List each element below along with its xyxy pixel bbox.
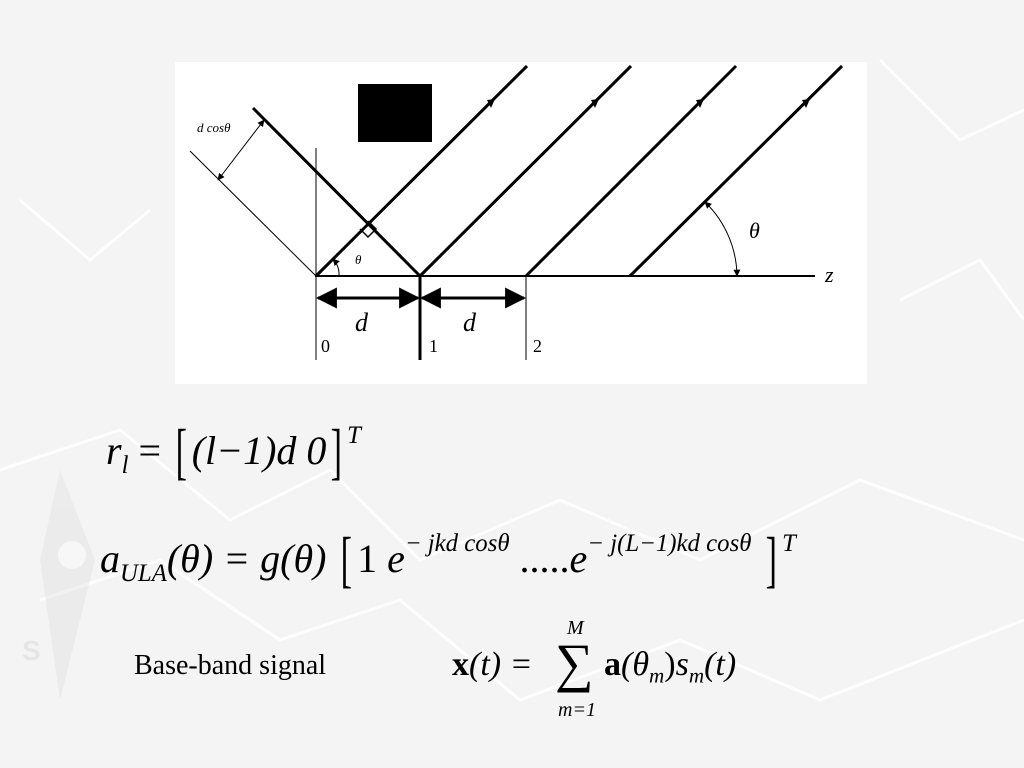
wavefront-line bbox=[251, 106, 422, 278]
array-geometry-diagram bbox=[189, 64, 844, 360]
a-vector-symbol: a bbox=[604, 646, 621, 683]
baseband-signal-equation: x(t) = bbox=[452, 648, 533, 682]
position-equation: rl = [(l−1)d 0]T bbox=[106, 417, 361, 486]
steering-vector-equation: aULA(θ) = g(θ) [1 e− jkd cosθ .....e− j(… bbox=[100, 525, 796, 594]
sum-symbol: ∑ bbox=[555, 633, 594, 693]
x-symbol: x bbox=[452, 646, 469, 683]
compass-decoration: S bbox=[22, 470, 95, 700]
r-symbol: r bbox=[106, 428, 122, 474]
ray-arrow-0 bbox=[487, 99, 495, 108]
baseband-signal-label: Base-band signal bbox=[134, 650, 327, 681]
theta-subscript: m bbox=[649, 663, 665, 688]
dcos-extension bbox=[189, 150, 317, 277]
svg-text:S: S bbox=[22, 635, 41, 666]
large-angle-arc bbox=[704, 201, 741, 277]
a-symbol: a bbox=[100, 536, 120, 582]
ray-arrow-2 bbox=[696, 99, 704, 108]
ray-arrow-1 bbox=[591, 99, 599, 108]
ray-2 bbox=[524, 64, 738, 278]
a-vector-close: ) bbox=[664, 646, 676, 683]
g-symbol: g bbox=[260, 536, 281, 582]
a-subscript: ULA bbox=[120, 559, 167, 587]
g-argument: (θ) bbox=[280, 536, 327, 582]
left-bracket: [ bbox=[341, 525, 353, 594]
dcos-label: d cosθ bbox=[197, 120, 231, 135]
e2-symbol: e bbox=[569, 536, 588, 582]
ellipsis: ..... bbox=[519, 536, 570, 582]
spacing-label-1: d bbox=[355, 308, 368, 337]
spacing-label-2: d bbox=[463, 308, 476, 337]
ray-3 bbox=[628, 64, 844, 278]
small-angle-arc bbox=[332, 258, 340, 277]
left-bracket: [ bbox=[175, 417, 188, 486]
one-entry: 1 bbox=[357, 536, 378, 582]
r-subscript: l bbox=[121, 451, 129, 479]
r-content: (l−1)d 0 bbox=[191, 428, 327, 474]
element-1-label: 1 bbox=[429, 336, 438, 356]
sum-lower-limit: m=1 bbox=[558, 699, 596, 721]
s-subscript: m bbox=[688, 663, 705, 688]
ray-arrow-3 bbox=[802, 99, 810, 108]
a-transpose: T bbox=[782, 530, 796, 557]
element-0-label: 0 bbox=[321, 336, 330, 356]
right-bracket: ] bbox=[331, 417, 343, 486]
z-axis-label: z bbox=[825, 262, 834, 287]
r-transpose: T bbox=[347, 422, 361, 449]
e2-exponent: − j(L−1)kd cosθ bbox=[587, 530, 752, 557]
e1-exponent: − jkd cosθ bbox=[404, 530, 510, 557]
equals-sign: = bbox=[138, 428, 162, 474]
right-angle-mark bbox=[359, 220, 378, 239]
s-symbol: s bbox=[675, 646, 689, 683]
sum-body: a(θm)sm(t) bbox=[604, 648, 736, 686]
dcos-dimension bbox=[217, 119, 265, 181]
x-argument: (t) = bbox=[469, 646, 533, 683]
element-2-label: 2 bbox=[533, 336, 542, 356]
theta-large-label: θ bbox=[749, 218, 760, 243]
a-vector-open: (θ bbox=[621, 646, 650, 683]
e1-symbol: e bbox=[387, 536, 405, 582]
black-block bbox=[358, 84, 432, 142]
theta-small-label: θ bbox=[355, 252, 362, 267]
s-argument: (t) bbox=[704, 646, 737, 683]
ray-1 bbox=[418, 64, 633, 278]
right-bracket: ] bbox=[766, 525, 778, 594]
array-geometry-figure: d cosθ θ θ z d d 0 1 2 bbox=[175, 62, 867, 384]
a-argument: (θ) = bbox=[166, 536, 261, 582]
sum-upper-limit: M bbox=[567, 617, 584, 639]
